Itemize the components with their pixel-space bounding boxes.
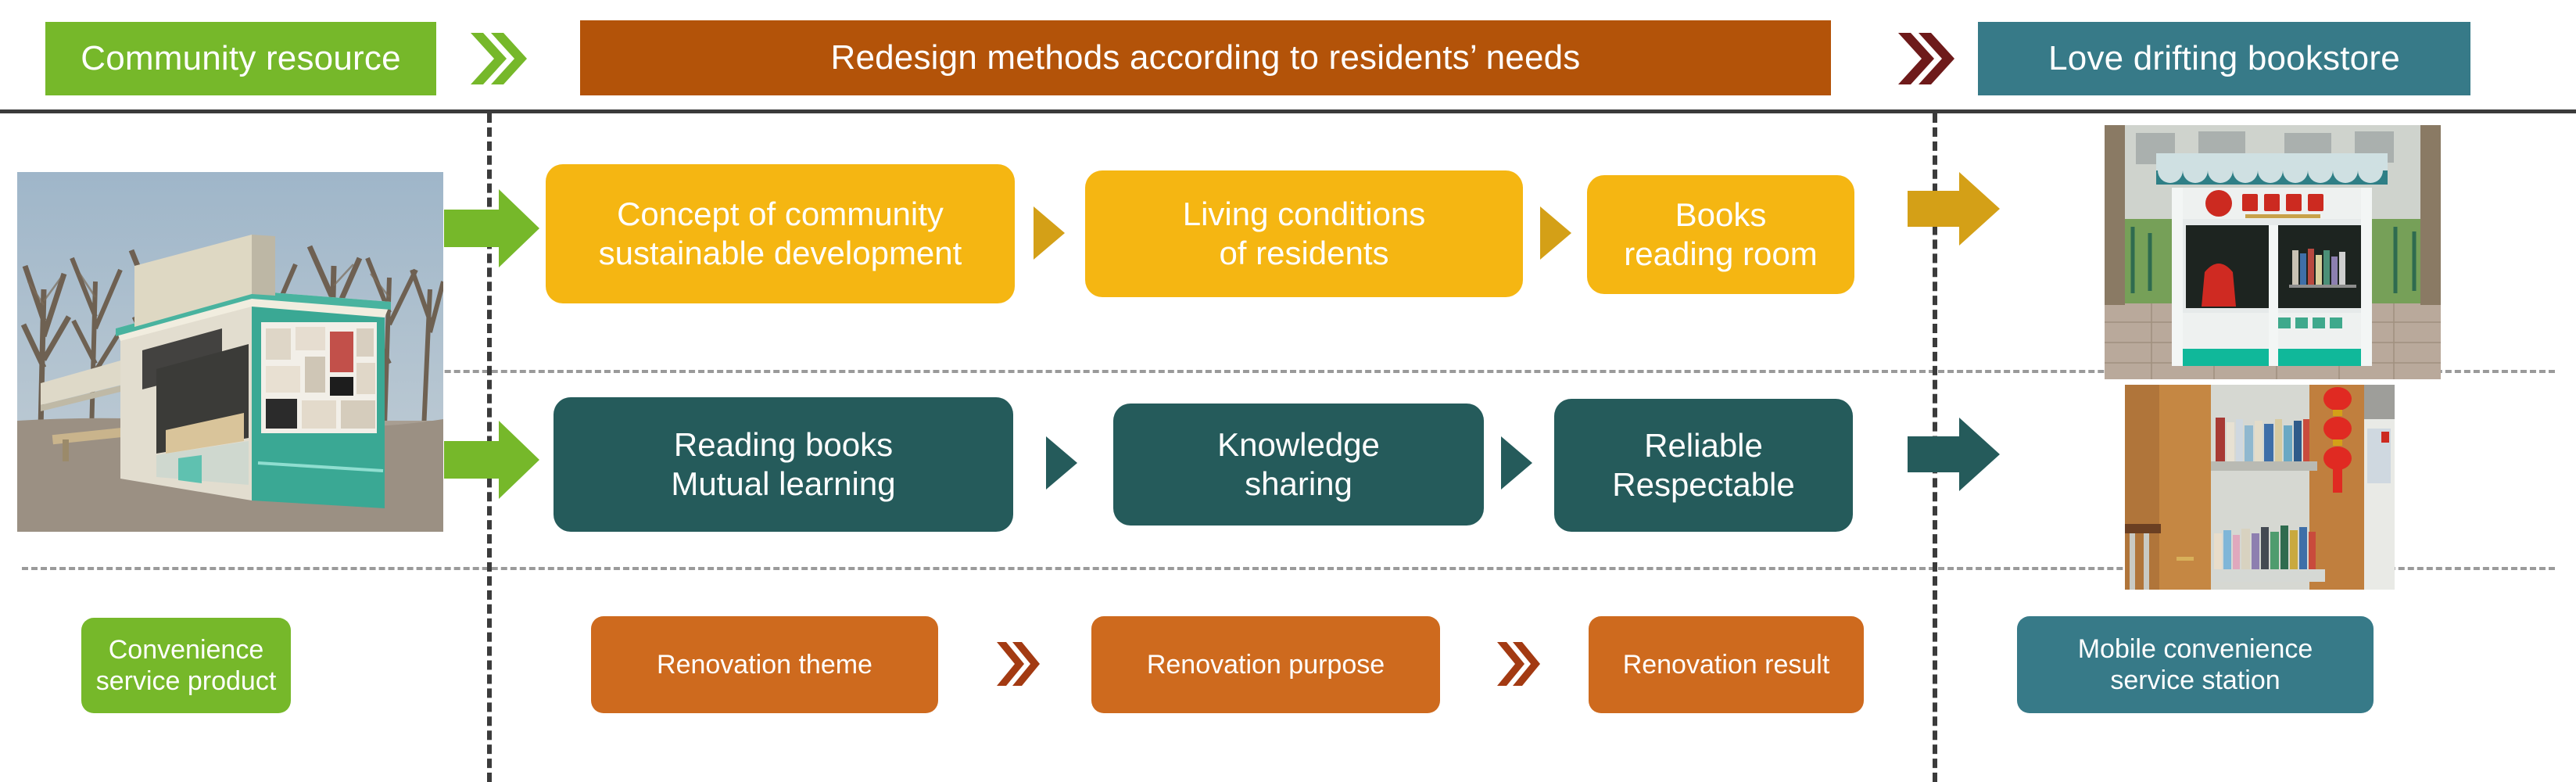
triangle-right-icon-theme-2 [1540, 206, 1571, 260]
footer-label-convenience-service-product[interactable]: Convenience service product [81, 618, 291, 713]
block-arrow-right-icon-purpose-in [444, 421, 539, 499]
theme-box-2-line2: of residents [1219, 235, 1389, 271]
double-chevron-right-icon-green [471, 33, 527, 84]
theme-box-1-line2: sustainable development [598, 235, 962, 271]
double-chevron-right-icon-footer-1 [997, 642, 1040, 686]
purpose-box-1-line2: Mutual learning [671, 465, 896, 502]
triangle-right-icon-theme-1 [1034, 206, 1065, 260]
footer-step-renovation-result[interactable]: Renovation result [1589, 616, 1864, 713]
header-stage-community-resource[interactable]: Community resource [45, 22, 436, 95]
footer-left-line1: Convenience [108, 634, 264, 665]
triangle-right-icon-purpose-1 [1046, 436, 1077, 490]
header-stage-right-label: Love drifting bookstore [2048, 39, 2400, 77]
footer-left-line2: service product [95, 666, 277, 696]
photo-after-renovation-exterior [2105, 125, 2441, 379]
purpose-box-2[interactable]: Knowledge sharing [1113, 404, 1484, 526]
row-divider-purpose-footer [22, 567, 2555, 570]
triangle-right-icon-purpose-2 [1501, 436, 1532, 490]
footer-step-renovation-theme[interactable]: Renovation theme [591, 616, 938, 713]
footer-step-2-label: Renovation purpose [1146, 649, 1385, 680]
double-chevron-right-icon-maroon [1898, 33, 1954, 84]
footer-step-renovation-purpose[interactable]: Renovation purpose [1091, 616, 1440, 713]
footer-label-mobile-convenience-service-station[interactable]: Mobile convenience service station [2017, 616, 2374, 713]
row-divider-theme-purpose [22, 370, 2555, 373]
footer-right-line2: service station [2110, 665, 2280, 695]
theme-box-1[interactable]: Concept of community sustainable develop… [546, 164, 1015, 303]
footer-step-3-label: Renovation result [1622, 649, 1830, 680]
purpose-box-1-line1: Reading books [673, 426, 894, 464]
photo-after-renovation-interior [2125, 385, 2395, 590]
theme-box-1-line1: Concept of community [617, 196, 944, 233]
purpose-box-3[interactable]: Reliable Respectable [1554, 399, 1853, 532]
header-stage-love-drifting-bookstore[interactable]: Love drifting bookstore [1978, 22, 2470, 95]
theme-box-3-line2: reading room [1624, 235, 1818, 272]
purpose-box-1[interactable]: Reading books Mutual learning [554, 397, 1013, 532]
header-separator-rule [0, 109, 2576, 113]
block-arrow-right-icon-purpose-out [1908, 418, 2000, 491]
purpose-box-2-line1: Knowledge [1217, 426, 1380, 464]
purpose-box-3-line1: Reliable [1644, 427, 1763, 465]
block-arrow-right-icon-theme-in [444, 189, 539, 267]
photo-before-renovation [17, 172, 443, 532]
theme-box-2-line1: Living conditions [1182, 196, 1426, 233]
theme-box-3[interactable]: Books reading room [1587, 175, 1854, 294]
header-stage-middle-label: Redesign methods according to residents’… [830, 38, 1581, 77]
footer-step-1-label: Renovation theme [657, 649, 872, 680]
theme-box-2[interactable]: Living conditions of residents [1085, 170, 1523, 297]
footer-right-line1: Mobile convenience [2077, 633, 2313, 664]
theme-box-3-line1: Books [1675, 196, 1767, 234]
purpose-box-3-line2: Respectable [1612, 466, 1795, 503]
double-chevron-right-icon-footer-2 [1497, 642, 1540, 686]
purpose-box-2-line2: sharing [1245, 465, 1352, 502]
block-arrow-right-icon-theme-out [1908, 172, 2000, 246]
header-stage-left-label: Community resource [81, 39, 401, 77]
header-stage-redesign-methods[interactable]: Redesign methods according to residents’… [580, 20, 1831, 95]
